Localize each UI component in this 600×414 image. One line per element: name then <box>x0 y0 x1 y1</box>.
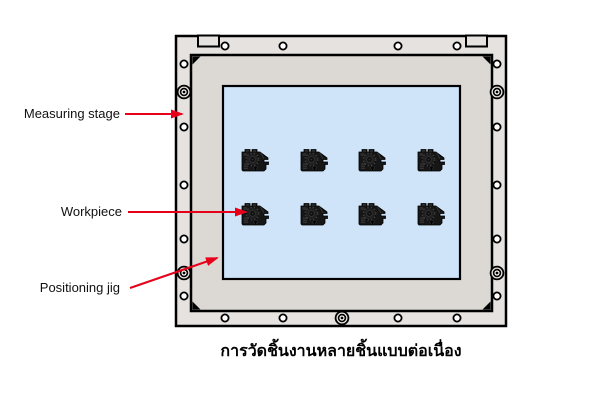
screw-hole-icon <box>179 180 189 190</box>
arrow-positioning-jig <box>129 257 219 289</box>
screw-hole-icon <box>179 59 189 69</box>
screw-hole-icon <box>492 180 502 190</box>
screw-hole-icon <box>452 313 462 323</box>
screw-hole-icon <box>452 41 462 51</box>
screw-hole-icon <box>492 122 502 132</box>
plate-corner-chamfers <box>192 56 491 310</box>
label-workpiece: Workpiece <box>60 204 122 219</box>
locating-pin-icon <box>334 310 350 326</box>
screw-hole-icon <box>278 313 288 323</box>
plate-corner-chamfer <box>192 301 201 310</box>
plate-corner-chamfer <box>482 56 491 65</box>
locating-pin-icon <box>489 265 505 281</box>
plate-corner-chamfer <box>192 56 201 65</box>
screw-hole-icon <box>492 291 502 301</box>
screw-hole-icon <box>492 59 502 69</box>
callout-arrows <box>125 109 248 289</box>
stage-tab-left <box>197 34 220 48</box>
screw-hole-icon <box>220 41 230 51</box>
screw-hole-icon <box>393 313 403 323</box>
screw-hole-icon <box>492 234 502 244</box>
locating-pin-icon <box>176 84 192 100</box>
screw-hole-icon <box>179 291 189 301</box>
positioning-jig-panel <box>221 84 462 281</box>
plate-corner-chamfer <box>482 301 491 310</box>
locating-pin-icon <box>489 84 505 100</box>
screw-hole-icon <box>179 122 189 132</box>
figure-caption: การวัดชิ้นงานหลายชิ้นแบบต่อเนื่อง <box>220 343 462 360</box>
label-positioning-jig: Positioning jig <box>39 280 120 295</box>
stage-tab-right <box>465 34 488 48</box>
label-measuring-stage: Measuring stage <box>23 106 120 121</box>
screw-hole-icon <box>220 313 230 323</box>
screw-hole-icon <box>393 41 403 51</box>
screw-hole-icon <box>179 234 189 244</box>
screw-hole-icon <box>278 41 288 51</box>
